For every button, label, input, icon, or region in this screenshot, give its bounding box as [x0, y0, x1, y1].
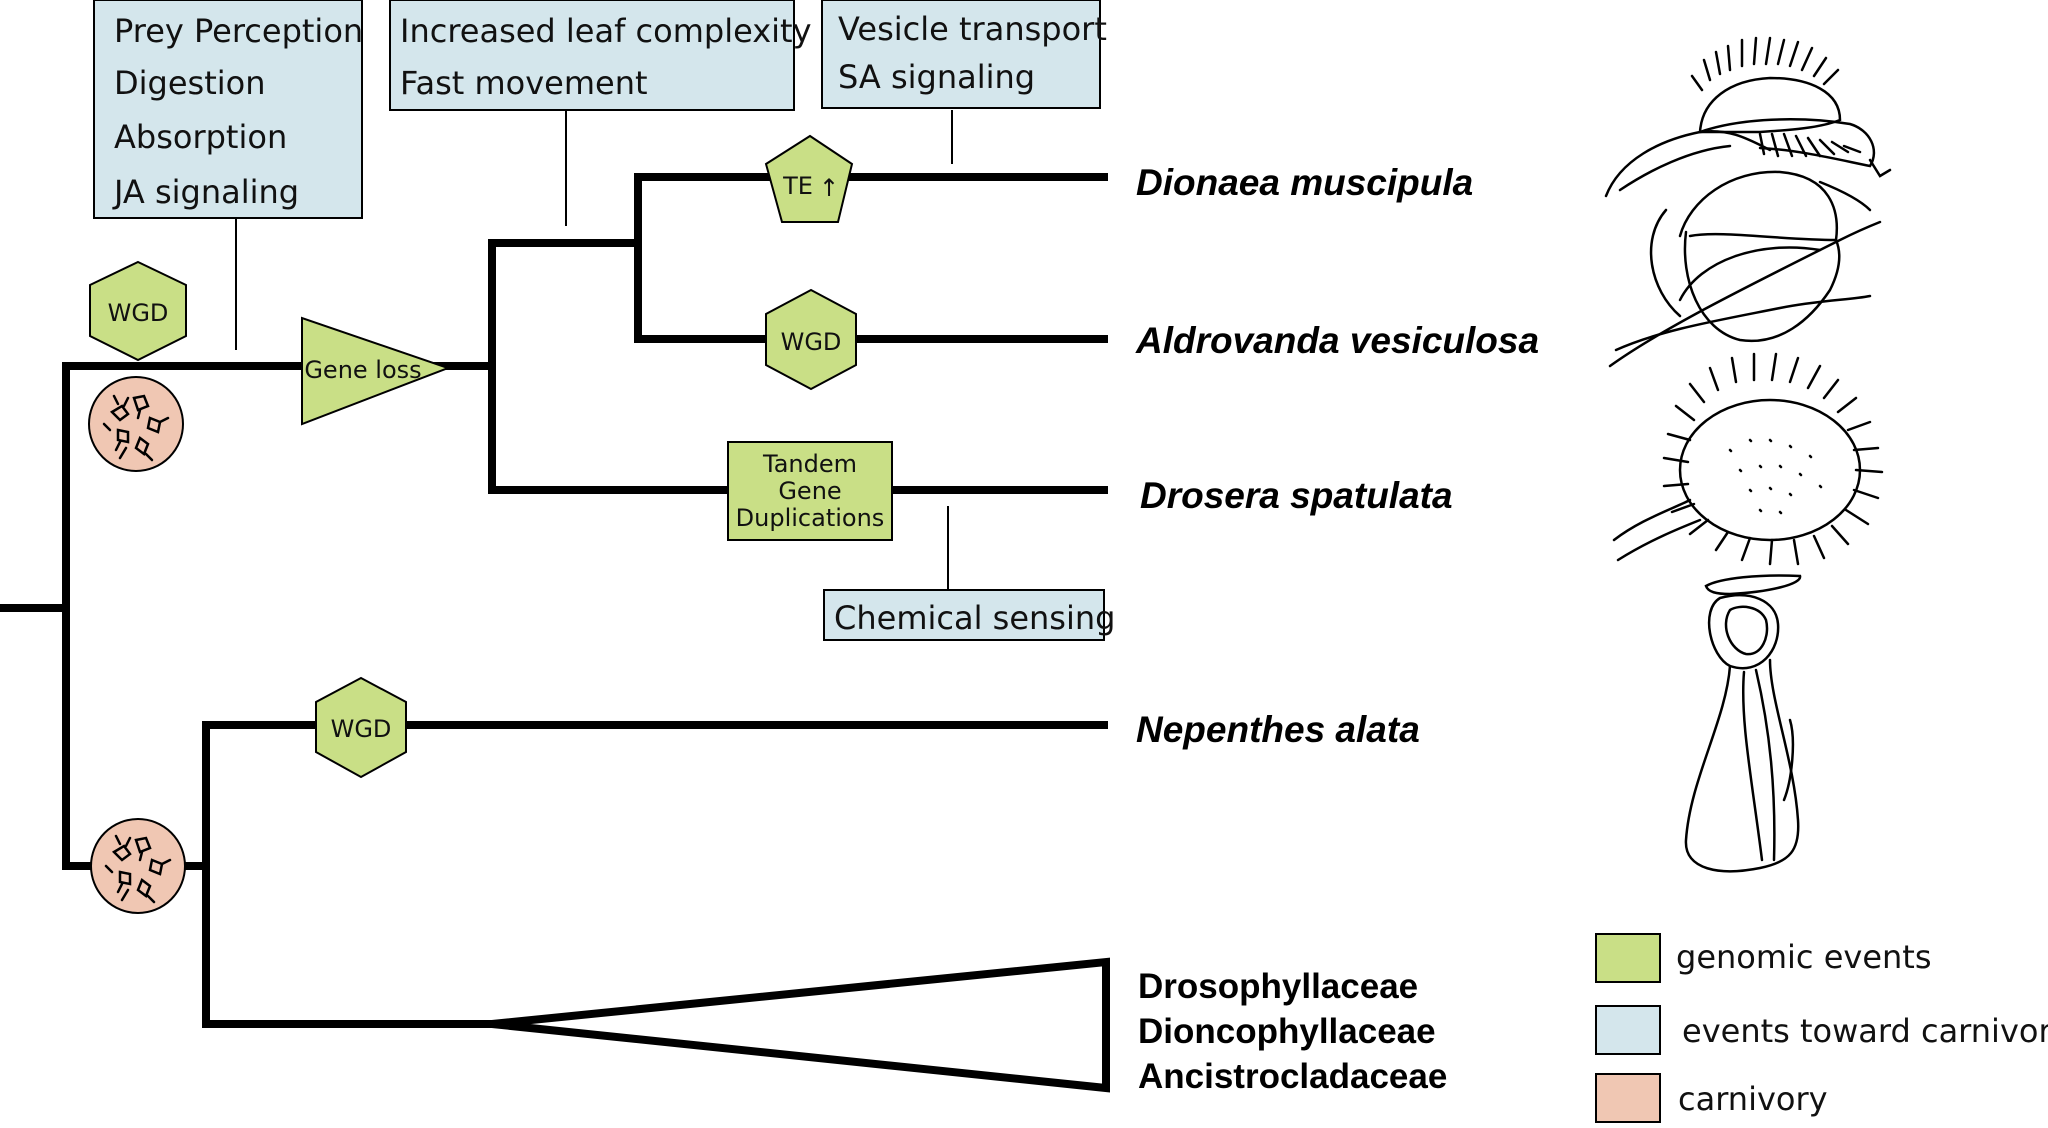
taxon-aldrovanda: Aldrovanda vesiculosa	[1135, 320, 1539, 361]
wgd-hexagon-aldrovanda: WGD	[765, 288, 857, 391]
wgd-hexagon-nepenthes: WGD	[315, 676, 407, 779]
event-text: SA signaling	[838, 58, 1035, 96]
wgd-label: WGD	[108, 299, 169, 327]
taxon-drosera: Drosera spatulata	[1140, 475, 1453, 516]
family-ancistrocladaceae: Ancistrocladaceae	[1138, 1057, 1447, 1096]
tandem-label: Gene	[778, 477, 841, 505]
legend: genomic events events toward carnivory c…	[1595, 933, 2048, 1123]
event-text: JA signaling	[112, 173, 299, 211]
tandem-label: Tandem	[762, 450, 857, 478]
tandem-duplication-box: Tandem Gene Duplications	[727, 441, 893, 541]
event-text: Fast movement	[400, 64, 648, 102]
gene-loss-triangle: Gene loss	[301, 316, 451, 426]
arrow-up-icon: ↑	[819, 174, 839, 202]
aldrovanda-drawing	[1608, 170, 1882, 368]
te-pentagon: TE ↑	[764, 134, 854, 223]
legend-label-toward: events toward carnivory	[1682, 1012, 2048, 1050]
carnivory-circle-root	[88, 376, 184, 472]
wgd-hexagon-root: WGD	[89, 260, 187, 362]
event-text: Vesicle transport	[838, 10, 1107, 48]
taxon-nepenthes: Nepenthes alata	[1136, 709, 1420, 750]
event-box-core: Increased leaf complexity Fast movement	[389, 0, 812, 111]
event-text: Digestion	[114, 64, 266, 102]
wgd-label: WGD	[781, 328, 842, 356]
legend-label-carnivory: carnivory	[1678, 1080, 1828, 1118]
event-box-dionaea: Vesicle transport SA signaling	[821, 0, 1107, 109]
collapsed-clade-triangle	[491, 957, 1110, 1093]
taxon-dionaea: Dionaea muscipula	[1136, 162, 1473, 203]
event-box-root: Prey Perception Digestion Absorption JA …	[93, 0, 363, 219]
event-box-drosera: Chemical sensing	[823, 589, 1115, 641]
carnivory-circle-nepenthes	[90, 818, 186, 914]
venus-flytrap-drawing	[1604, 36, 1892, 198]
pitcher-plant-drawing	[1684, 574, 1802, 873]
family-drosophyllaceae: Drosophyllaceae	[1138, 967, 1418, 1006]
sundew-drawing	[1612, 352, 1884, 566]
tandem-label: Duplications	[736, 504, 885, 532]
te-label: TE	[782, 172, 813, 200]
legend-swatch-toward	[1595, 1005, 1661, 1055]
legend-label-genomic: genomic events	[1676, 938, 1932, 976]
wgd-label: WGD	[331, 715, 392, 743]
gene-loss-label: Gene loss	[304, 356, 421, 384]
legend-swatch-genomic	[1595, 933, 1661, 983]
prey-insects-icon	[104, 834, 172, 904]
family-dioncophyllaceae: Dioncophyllaceae	[1138, 1012, 1436, 1051]
event-text: Increased leaf complexity	[400, 12, 812, 50]
event-text: Absorption	[114, 118, 287, 156]
connector-lines	[235, 108, 953, 590]
legend-swatch-carnivory	[1595, 1073, 1661, 1123]
event-text: Chemical sensing	[834, 599, 1115, 637]
prey-insects-icon	[102, 394, 170, 462]
event-text: Prey Perception	[114, 12, 363, 50]
